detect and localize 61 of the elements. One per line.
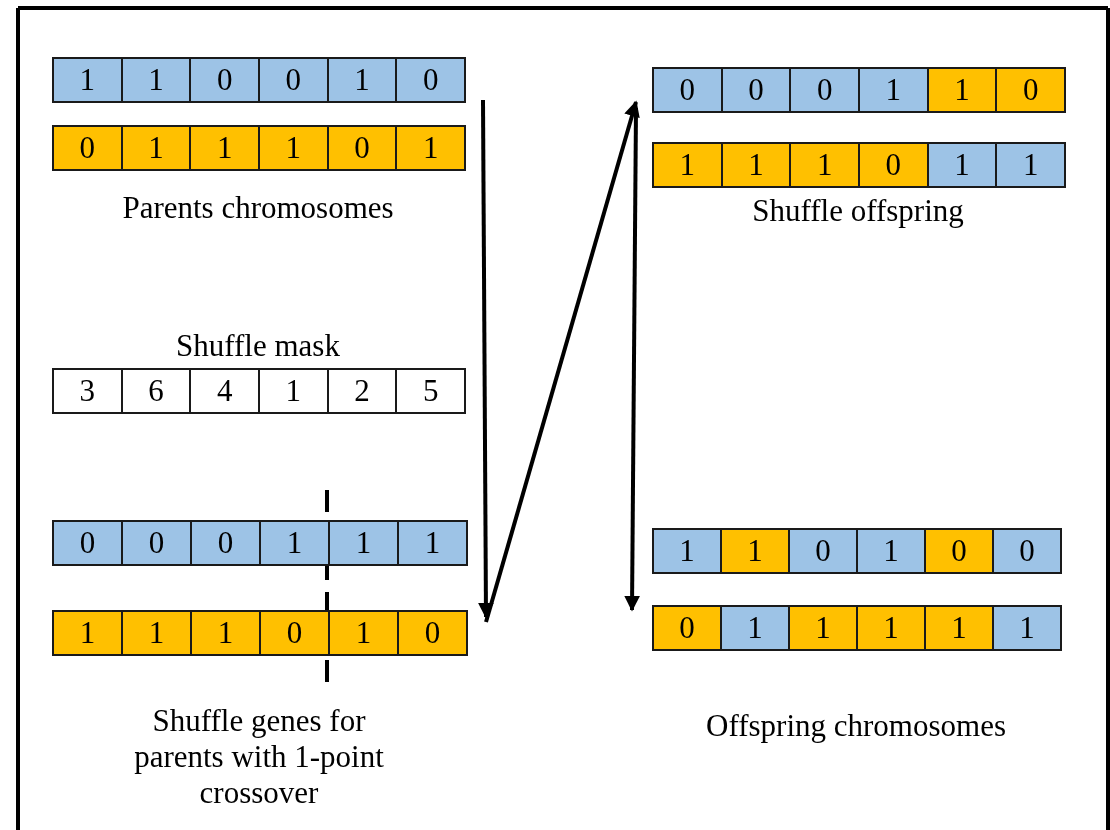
gene-cell: 0 — [788, 528, 858, 574]
gene-cell: 0 — [992, 528, 1062, 574]
gene-cell: 0 — [190, 520, 261, 566]
gene-cell: 0 — [652, 67, 723, 113]
gene-cell: 1 — [395, 125, 466, 171]
gene-cell: 1 — [856, 605, 926, 651]
gene-cell: 1 — [259, 520, 330, 566]
gene-cell: 1 — [720, 142, 792, 188]
gene-cell: 1 — [52, 57, 123, 103]
gene-cell: 0 — [789, 67, 860, 113]
gene-cell: 0 — [652, 605, 722, 651]
caption-text: Parents chromosomes — [121, 190, 395, 226]
gene-cell: 1 — [328, 610, 399, 656]
gene-cell: 0 — [52, 520, 123, 566]
gene-cell: 1 — [652, 142, 723, 188]
gene-cell: 0 — [326, 125, 398, 171]
gene-cell: 1 — [720, 605, 790, 651]
gene-cell: 1 — [397, 520, 468, 566]
gene-cell: 0 — [52, 125, 123, 171]
mask-cell: 3 — [52, 368, 123, 414]
gene-cell: 1 — [121, 610, 192, 656]
caption-text: Shuffle genes for parents with 1-point crossover — [133, 703, 385, 811]
mask-cell: 6 — [120, 368, 192, 414]
gene-cell: 1 — [995, 142, 1066, 188]
gene-cell: 0 — [395, 57, 466, 103]
gene-cell: 1 — [788, 605, 858, 651]
gene-cell: 1 — [120, 125, 192, 171]
gene-cell: 1 — [856, 528, 926, 574]
gene-cell: 0 — [924, 528, 994, 574]
gene-cell: 1 — [328, 520, 399, 566]
gene-cell: 0 — [995, 67, 1066, 113]
gene-cell: 1 — [720, 528, 790, 574]
gene-cell: 1 — [190, 610, 261, 656]
gene-cell: 0 — [189, 57, 260, 103]
gene-cell: 0 — [397, 610, 468, 656]
caption-text: Shuffle mask — [175, 328, 341, 364]
mask-cell: 2 — [326, 368, 398, 414]
mask-cell: 4 — [189, 368, 260, 414]
gene-cell: 0 — [259, 610, 330, 656]
gene-cell: 1 — [326, 57, 398, 103]
arrow — [484, 100, 640, 623]
caption-text: Offspring chromosomes — [705, 708, 1007, 744]
gene-cell: 1 — [789, 142, 860, 188]
mask-cell: 5 — [395, 368, 466, 414]
gene-cell: 0 — [258, 57, 329, 103]
caption-text: Shuffle offspring — [751, 193, 965, 229]
arrow — [624, 108, 641, 612]
gene-cell: 1 — [52, 610, 123, 656]
gene-cell: 0 — [858, 142, 929, 188]
gene-cell: 0 — [121, 520, 192, 566]
gene-cell: 1 — [652, 528, 722, 574]
gene-cell: 1 — [258, 125, 329, 171]
gene-cell: 1 — [926, 142, 998, 188]
gene-cell: 0 — [720, 67, 792, 113]
gene-cell: 1 — [924, 605, 994, 651]
gene-cell: 1 — [120, 57, 192, 103]
gene-cell: 1 — [858, 67, 929, 113]
mask-cell: 1 — [258, 368, 329, 414]
gene-cell: 1 — [926, 67, 998, 113]
gene-cell: 1 — [992, 605, 1062, 651]
gene-cell: 1 — [189, 125, 260, 171]
